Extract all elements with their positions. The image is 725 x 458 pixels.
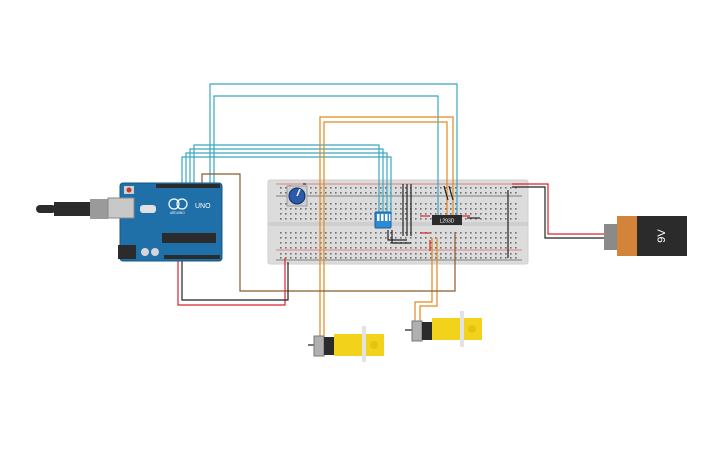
teal-wires	[181, 83, 458, 218]
dc-motor-1[interactable]	[308, 326, 384, 362]
chip-label: L293D	[440, 219, 455, 225]
orange-wires	[319, 116, 454, 337]
arduino-brand-label: UNO	[195, 203, 211, 210]
brown-wire	[201, 173, 456, 292]
dip-switch[interactable]	[374, 211, 392, 229]
motor-driver-chip[interactable]: L293D	[432, 215, 462, 225]
breadboard-holes	[280, 187, 517, 259]
dc-motor-2[interactable]	[405, 311, 482, 347]
potentiometer[interactable]	[286, 183, 308, 207]
arduino-uno[interactable]: UNO ARDUINO	[36, 182, 223, 262]
battery-9v[interactable]: 9V	[604, 216, 687, 256]
arduino-subtitle-label: ARDUINO	[170, 211, 185, 215]
breadboard[interactable]	[267, 179, 529, 265]
battery-voltage-label: 9V	[656, 229, 668, 243]
black-wires	[181, 184, 605, 301]
